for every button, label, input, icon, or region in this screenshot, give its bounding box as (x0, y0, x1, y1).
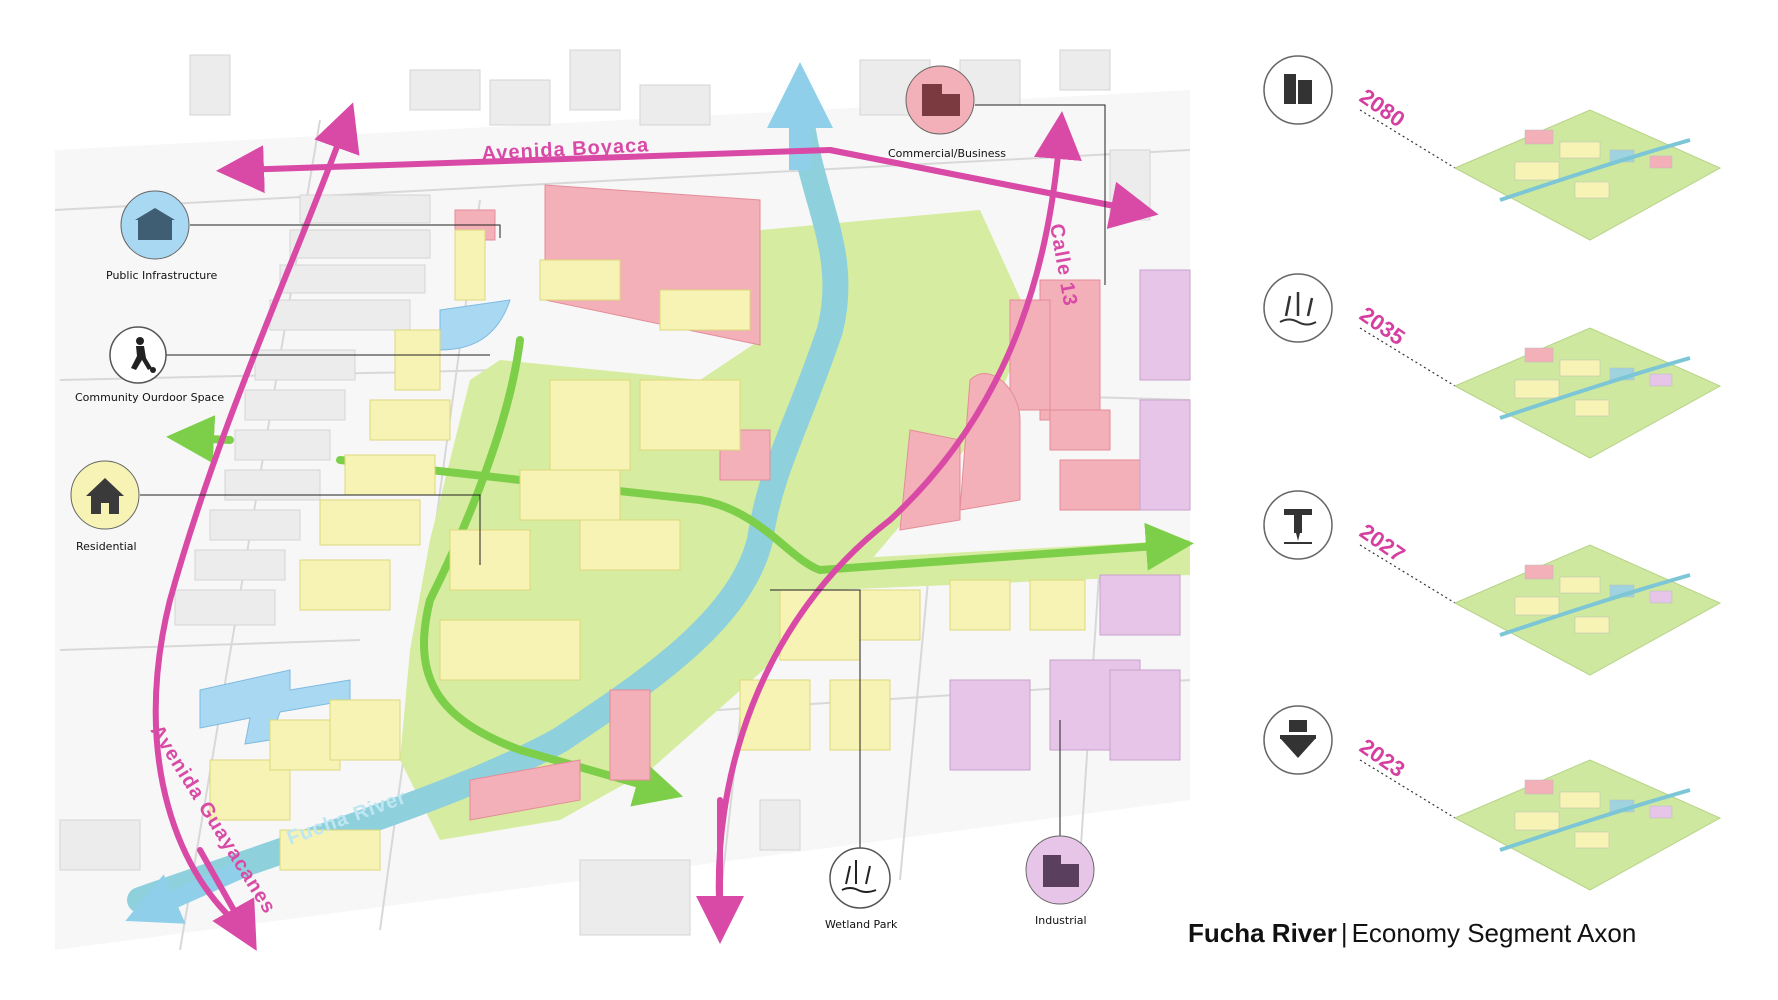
dotted-leader (1359, 109, 1456, 169)
legend-wetland: Wetland Park (825, 847, 898, 931)
mini-block (1524, 347, 1554, 363)
leader-lines (140, 104, 1106, 850)
mini-block (1524, 779, 1554, 795)
mini-block (1559, 359, 1601, 377)
mini-block (1649, 373, 1673, 387)
year-label: 2027 (1355, 519, 1409, 568)
dotted-leader (1359, 759, 1456, 819)
mini-plan (1453, 327, 1722, 459)
year-label: 2023 (1355, 734, 1409, 783)
legend-community-outdoor: Community Ourdoor Space (75, 326, 224, 404)
mini-block (1514, 379, 1560, 399)
context-buildings (59, 49, 1151, 936)
legend-industrial: Industrial (1025, 835, 1095, 927)
timeline-item-2027: 2027 (1263, 490, 1722, 676)
mini-plan (1453, 759, 1722, 891)
label-residential: Residential (76, 540, 137, 553)
mini-block (1649, 805, 1673, 819)
title-rest: Economy Segment Axon (1351, 918, 1637, 948)
legend-commercial: Commercial/Business (888, 65, 1006, 160)
page-title: Fucha River|Economy Segment Axon (1188, 918, 1636, 949)
main-roads (152, 102, 1159, 951)
main-map: Avenida Boyaca Calle 13 Avenida Guayacan… (54, 49, 1194, 951)
legend-public-infrastructure: Public Infrastructure (106, 190, 218, 282)
road-avenida-guayacanes-south (197, 847, 257, 951)
mini-block (1649, 155, 1673, 169)
office-glyph-purple (1043, 855, 1079, 887)
dotted-leader (1359, 544, 1456, 604)
timeline-item-2080: 2080 (1263, 55, 1722, 241)
mini-block (1559, 141, 1601, 159)
mini-block (1514, 596, 1560, 616)
park-green (400, 210, 1030, 840)
runner-glyph (131, 337, 156, 373)
mini-river (1499, 356, 1691, 420)
mini-river (1499, 573, 1691, 637)
wetland-glyph (841, 860, 877, 893)
road-avenida-boyaca-east (827, 147, 1159, 229)
mini-block (1574, 616, 1610, 634)
office-glyph-red (922, 84, 960, 116)
house-glyph (86, 478, 124, 514)
label-wetland: Wetland Park (825, 918, 898, 931)
legend-residential: Residential (70, 460, 140, 553)
label-public-infrastructure: Public Infrastructure (106, 269, 218, 282)
mini-plan (1453, 109, 1722, 241)
mini-block (1649, 590, 1673, 604)
mini-block (1559, 791, 1601, 809)
mini-river (1499, 138, 1691, 202)
mini-block (1514, 811, 1560, 831)
label-commercial: Commercial/Business (888, 147, 1006, 160)
building-glyph-blue (135, 208, 175, 240)
road-calle-13 (715, 111, 1082, 923)
river-arrow-south (125, 861, 244, 924)
mini-block (1524, 564, 1554, 580)
title-bold: Fucha River (1188, 918, 1337, 948)
fucha-river (127, 97, 849, 913)
label-community-outdoor: Community Ourdoor Space (75, 391, 224, 404)
mini-block (1524, 129, 1554, 145)
road-avenida-guayacanes (152, 102, 360, 933)
industrial-buildings (949, 269, 1191, 771)
year-label: 2035 (1355, 302, 1409, 351)
title-separator: | (1340, 918, 1348, 948)
mini-block (1574, 181, 1610, 199)
timeline: 2080 2035 2027 2023 (1263, 55, 1722, 891)
label-industrial: Industrial (1035, 914, 1087, 927)
year-label: 2080 (1355, 84, 1409, 133)
timeline-item-2023: 2023 (1263, 705, 1722, 891)
mini-block (1574, 831, 1610, 849)
mini-plan (1453, 544, 1722, 676)
mini-river (1499, 788, 1691, 852)
timeline-item-2035: 2035 (1263, 273, 1722, 459)
mini-block (1514, 161, 1560, 181)
mini-block (1559, 576, 1601, 594)
dotted-leader (1359, 327, 1456, 387)
mini-block (1574, 399, 1610, 417)
wetland-icon (829, 847, 891, 909)
